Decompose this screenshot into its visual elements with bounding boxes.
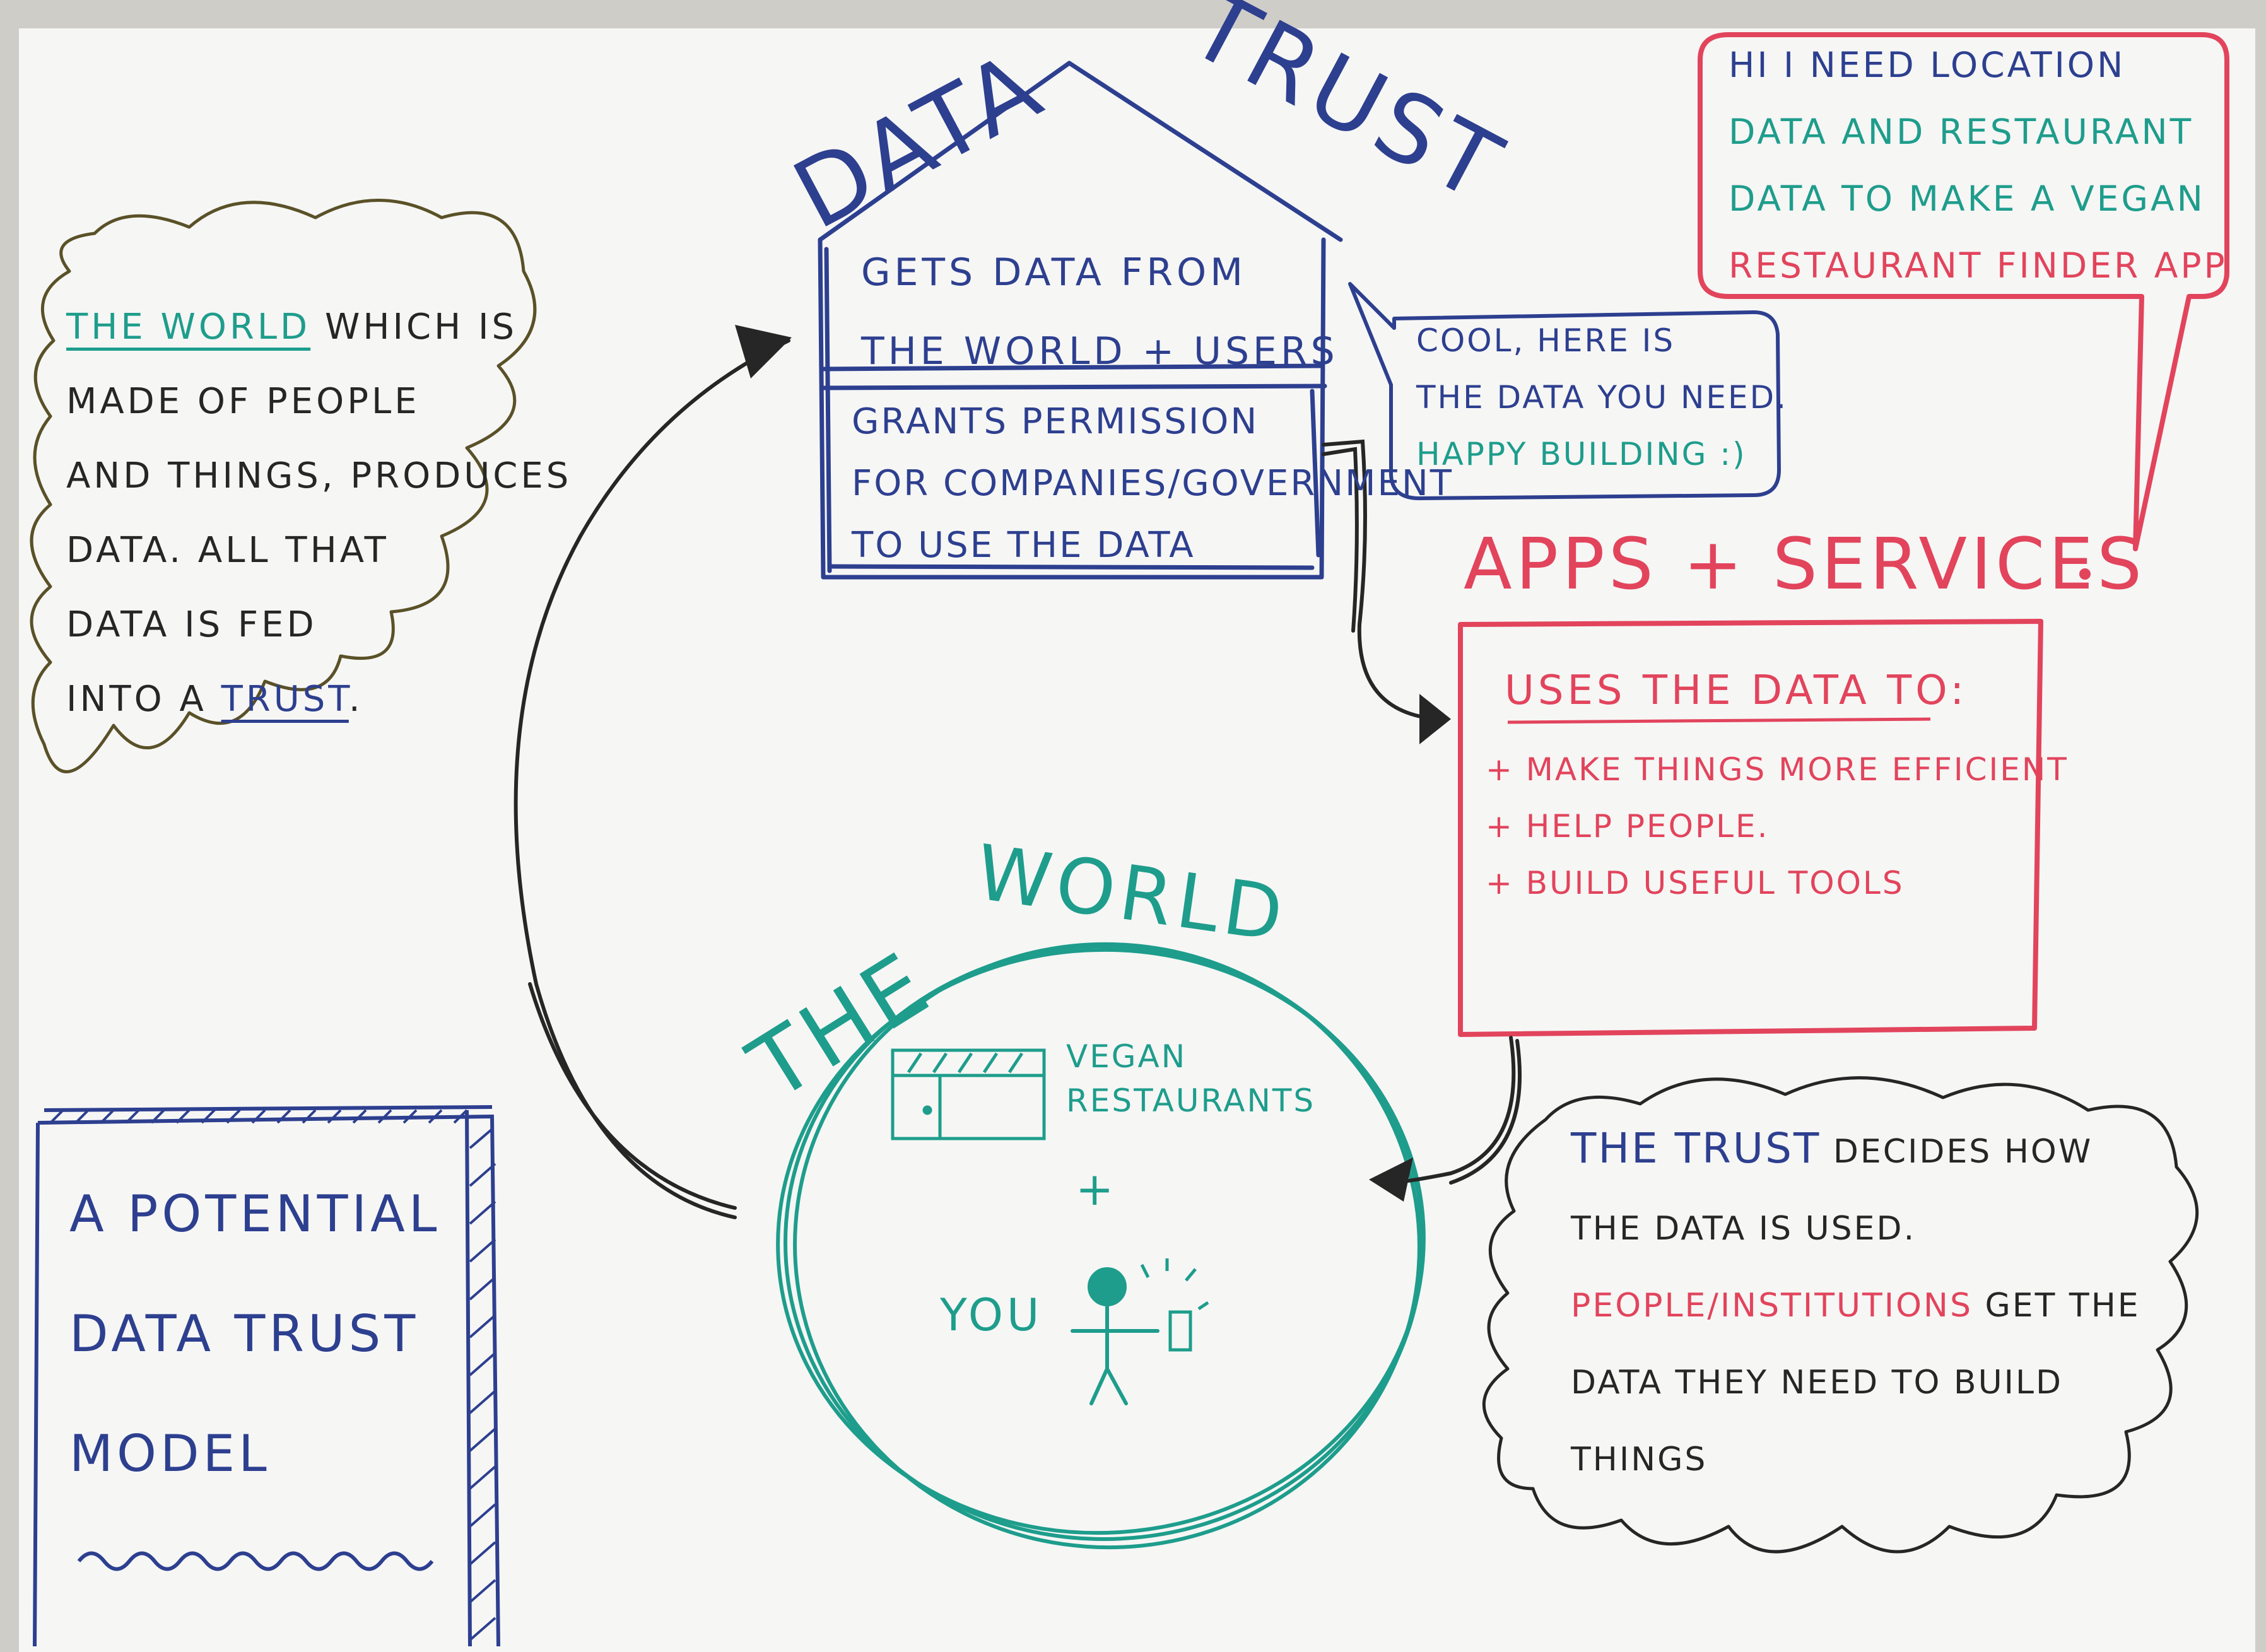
arrow-world-to-trust bbox=[514, 339, 790, 1219]
world-plus: + bbox=[1076, 1163, 1118, 1216]
person-icon bbox=[1071, 1267, 1159, 1405]
world-cloud-line-3: AND THINGS, PRODUCES bbox=[66, 455, 572, 496]
trust-cloud-people: PEOPLE/INSTITUTIONS bbox=[1571, 1287, 1973, 1325]
arrow-head-to-trust bbox=[735, 325, 792, 378]
reply-line-1: COOL, HERE IS bbox=[1416, 322, 1676, 359]
trust-section-gets: GETS DATA FROM THE WORLD + USERS bbox=[861, 233, 1339, 391]
reply-text: COOL, HERE IS THE DATA YOU NEED. HAPPY B… bbox=[1416, 312, 1788, 483]
reply-bubble bbox=[1348, 282, 1781, 500]
world-cloud-line-6: INTO A TRUST. bbox=[66, 662, 572, 737]
apps-heading-underline bbox=[1507, 717, 1931, 724]
request-bubble bbox=[1698, 32, 2229, 551]
world-you: YOU bbox=[940, 1289, 1043, 1341]
world-restaurants-line-2: RESTAURANTS bbox=[1066, 1082, 1316, 1119]
world-cloud-last-suffix: . bbox=[348, 679, 363, 720]
apps-item-1: + MAKE THINGS MORE EFFICIENT bbox=[1486, 751, 2069, 788]
trust-gets-line-2: THE WORLD + USERS bbox=[861, 329, 1339, 373]
world-cloud-text: THE WORLD WHICH IS MADE OF PEOPLE AND TH… bbox=[66, 290, 572, 737]
request-line-3: DATA TO MAKE A VEGAN bbox=[1729, 179, 2205, 219]
request-line-4: RESTAURANT FINDER APP. bbox=[1729, 245, 2236, 286]
world-cloud-trust-link: TRUST bbox=[221, 679, 349, 720]
arrow-head-to-world bbox=[1369, 1157, 1413, 1202]
trust-grants-line-2: FOR COMPANIES/GOVERNMENT bbox=[852, 463, 1453, 504]
world-cloud-line-1: THE WORLD WHICH IS bbox=[66, 290, 572, 365]
model-box-hatch bbox=[49, 1109, 496, 1641]
model-box bbox=[33, 1105, 500, 1647]
trust-cloud-text: THE TRUST DECIDES HOW THE DATA IS USED. … bbox=[1571, 1110, 2140, 1498]
world-cloud-line-1-rest: WHICH IS bbox=[310, 307, 518, 348]
apps-list: + MAKE THINGS MORE EFFICIENT + HELP PEOP… bbox=[1486, 741, 2069, 911]
model-line-2: DATA TRUST bbox=[69, 1304, 420, 1363]
world-cloud-last-prefix: INTO A bbox=[66, 679, 221, 720]
trust-cloud-line-1: THE TRUST DECIDES HOW bbox=[1571, 1110, 2140, 1190]
restaurant-icon bbox=[891, 1048, 1046, 1140]
model-squiggle bbox=[77, 1551, 434, 1571]
world-restaurants: VEGAN RESTAURANTS bbox=[1066, 1034, 1315, 1123]
trust-grants-line-1: GRANTS PERMISSION bbox=[852, 401, 1259, 442]
trust-cloud-line-5: THINGS bbox=[1571, 1441, 1708, 1479]
trust-cloud-line-1-rest: DECIDES HOW bbox=[1821, 1133, 2093, 1171]
reply-line-2: THE DATA YOU NEED. bbox=[1416, 379, 1788, 416]
request-line-2: DATA AND RESTAURANT bbox=[1729, 112, 2194, 152]
trust-cloud-line-4: DATA THEY NEED TO BUILD bbox=[1571, 1364, 2063, 1402]
trust-gets-line-1: GETS DATA FROM bbox=[861, 250, 1247, 295]
trust-cloud-line-3-rest: GET THE bbox=[1972, 1287, 2140, 1325]
model-line-1: A POTENTIAL bbox=[69, 1185, 441, 1243]
arrow-head-to-apps bbox=[1419, 694, 1451, 744]
phone-icon bbox=[1140, 1258, 1209, 1352]
trust-section-grants: GRANTS PERMISSION FOR COMPANIES/GOVERNME… bbox=[852, 391, 1453, 577]
model-line-3: MODEL bbox=[69, 1424, 271, 1483]
world-cloud-line-5: DATA IS FED bbox=[66, 604, 317, 645]
trust-cloud bbox=[1482, 1076, 2198, 1554]
apps-item-2: + HELP PEOPLE. bbox=[1486, 808, 1770, 845]
trust-cloud-line-2: THE DATA IS USED. bbox=[1571, 1210, 1917, 1248]
apps-item-3: + BUILD USEFUL TOOLS bbox=[1486, 865, 1905, 901]
world-cloud-line-2: MADE OF PEOPLE bbox=[66, 381, 420, 422]
world-restaurants-line-1: VEGAN bbox=[1066, 1038, 1187, 1075]
trust-cloud-line-3: PEOPLE/INSTITUTIONS GET THE bbox=[1571, 1267, 2140, 1344]
arrow-trust-to-apps bbox=[1322, 439, 1440, 721]
model-box-text: A POTENTIAL DATA TRUST MODEL bbox=[69, 1154, 440, 1514]
apps-title-dot bbox=[2079, 568, 2091, 580]
apps-box bbox=[1458, 619, 2043, 1037]
data-trust-house bbox=[818, 61, 1343, 580]
trust-cloud-highlight: THE TRUST bbox=[1571, 1124, 1821, 1173]
request-text: HI I NEED LOCATION DATA AND RESTAURANT D… bbox=[1729, 32, 2236, 299]
world-circle bbox=[776, 942, 1426, 1550]
request-line-1: HI I NEED LOCATION bbox=[1729, 45, 2126, 85]
world-cloud-highlight: THE WORLD bbox=[66, 307, 311, 348]
world-cloud bbox=[30, 199, 537, 773]
reply-line-3: HAPPY BUILDING :) bbox=[1416, 436, 1747, 472]
trust-grants-line-3: TO USE THE DATA bbox=[852, 525, 1195, 566]
apps-title: APPS + SERVICES bbox=[1464, 524, 2146, 606]
world-cloud-line-4: DATA. ALL THAT bbox=[66, 530, 389, 571]
apps-heading: USES THE DATA TO: bbox=[1505, 667, 1968, 714]
